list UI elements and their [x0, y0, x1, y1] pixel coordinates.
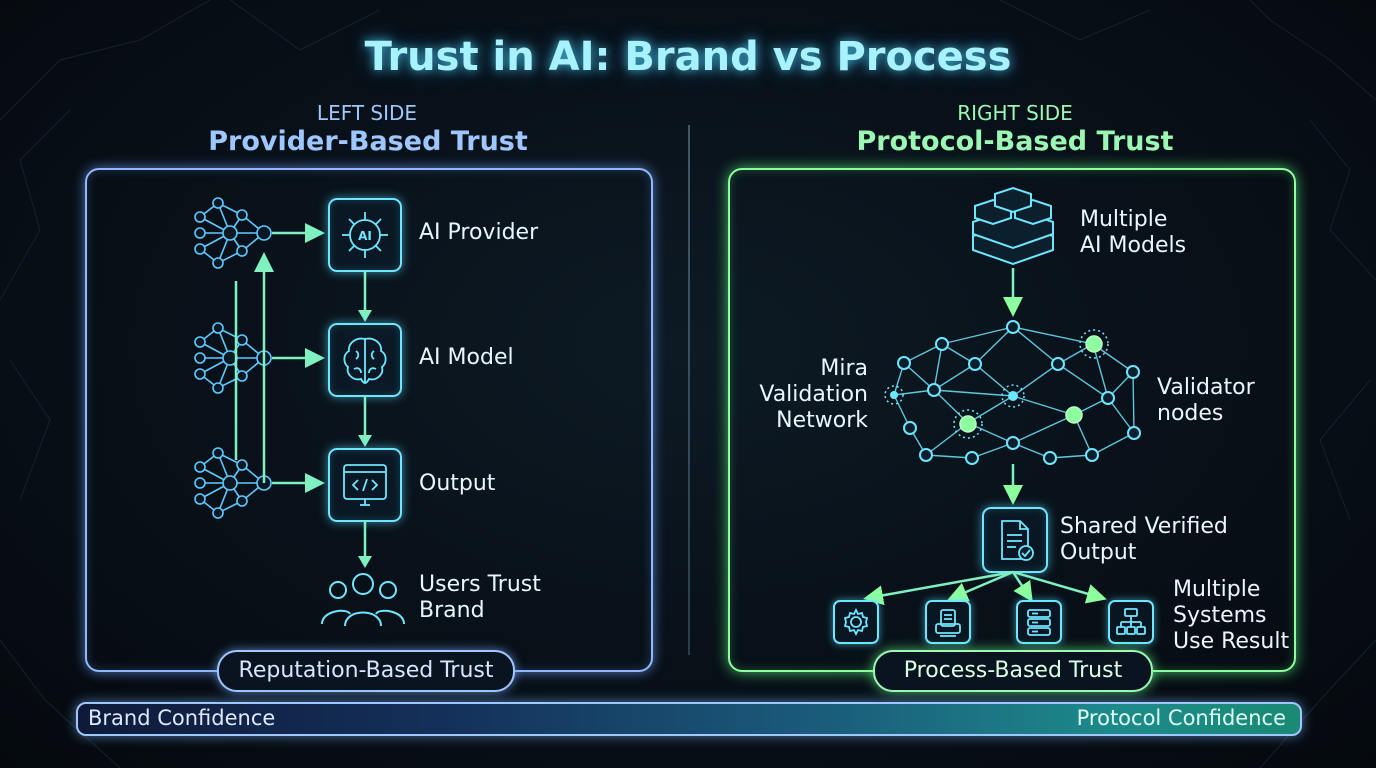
users-trust-line2: Brand [419, 598, 485, 623]
validator-nodes-line1: Validator [1157, 375, 1255, 400]
multiple-systems-line1: Multiple [1173, 577, 1261, 602]
multiple-models-line2: AI Models [1080, 233, 1187, 258]
arrow-down [358, 520, 372, 568]
neural-net-icon [194, 197, 325, 519]
document-check-icon [1001, 520, 1034, 561]
system-gear-node [833, 600, 879, 644]
system-org-node [1108, 600, 1154, 644]
org-chart-icon [1116, 608, 1146, 635]
multiple-models-label: Multiple AI Models [1080, 207, 1186, 259]
validation-network-graph [884, 268, 1141, 505]
shared-output-line2: Output [1060, 540, 1137, 565]
multiple-models-line1: Multiple [1080, 207, 1168, 232]
left-side-heading: Provider-Based Trust [208, 126, 528, 157]
left-side-kicker: LEFT SIDE [316, 101, 418, 125]
printer-icon [935, 609, 961, 637]
mira-network-label: Mira Validation Network [758, 356, 868, 434]
right-side-heading: Protocol-Based Trust [856, 126, 1174, 157]
server-stack-icon [972, 186, 1054, 266]
mira-network-line2: Validation [759, 382, 868, 407]
shared-output-line1: Shared Verified [1060, 514, 1228, 539]
arrow-down [358, 395, 372, 447]
output-node [328, 448, 402, 522]
ai-provider-label: AI Provider [419, 220, 539, 245]
system-printer-node [925, 600, 971, 644]
gear-icon [843, 607, 869, 637]
users-trust-line1: Users Trust [419, 572, 541, 597]
center-divider [688, 125, 690, 655]
protocol-confidence-label: Protocol Confidence [1076, 706, 1286, 730]
multiple-systems-line2: Systems [1173, 603, 1267, 628]
output-label: Output [419, 471, 496, 496]
mira-network-line3: Network [776, 408, 868, 433]
users-icon [321, 573, 405, 627]
database-icon [1027, 609, 1051, 636]
brand-confidence-label: Brand Confidence [88, 706, 276, 730]
code-window-icon [343, 464, 387, 506]
multiple-systems-label: Multiple Systems Use Result [1173, 577, 1289, 655]
users-trust-label: Users Trust Brand [419, 572, 541, 624]
multiple-systems-line3: Use Result [1173, 629, 1290, 654]
right-side-kicker: RIGHT SIDE [957, 101, 1073, 125]
ai-model-label: AI Model [419, 345, 514, 370]
confidence-scale-bar [76, 702, 1302, 736]
brain-icon [343, 337, 387, 384]
arrow-down [358, 270, 372, 322]
fanout-arrows [863, 570, 1107, 606]
process-trust-pill: Process-Based Trust [873, 650, 1153, 692]
page-title: Trust in AI: Brand vs Process [364, 34, 1012, 80]
shared-output-label: Shared Verified Output [1060, 514, 1228, 566]
ai-chip-icon: AI [342, 212, 388, 258]
validator-nodes-label: Validator nodes [1157, 375, 1255, 427]
system-database-node [1016, 600, 1062, 644]
mira-network-line1: Mira [820, 356, 868, 381]
svg-text:AI: AI [358, 229, 372, 243]
ai-model-node [328, 323, 402, 397]
validator-nodes-line2: nodes [1157, 401, 1224, 426]
reputation-trust-pill: Reputation-Based Trust [217, 650, 515, 692]
shared-output-node [982, 507, 1048, 573]
ai-provider-node: AI [328, 198, 402, 272]
